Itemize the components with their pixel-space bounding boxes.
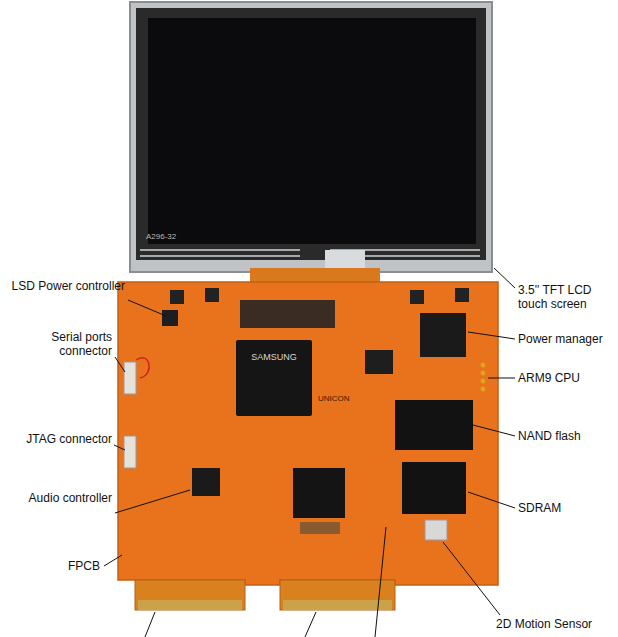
board-marking: UNICON (318, 394, 364, 403)
small-chip (365, 350, 393, 374)
flex-cable-left (135, 580, 245, 610)
sdram-chip (402, 462, 466, 514)
leader-lines (104, 268, 515, 637)
connector (300, 522, 340, 534)
part-label: 2D Motion Sensor (496, 617, 614, 631)
power-manager-chip (420, 313, 466, 357)
part-label: FPCB (40, 559, 100, 573)
lcd-frame (130, 2, 492, 272)
pads (481, 363, 486, 392)
button (410, 290, 424, 304)
part-label: ARM9 CPU (518, 371, 614, 385)
flex-contacts (283, 600, 392, 610)
lcd-bezel (136, 8, 486, 260)
lcd-power-chip (162, 310, 178, 326)
lcd-marking: A296-32 (146, 232, 206, 241)
serial-connector (124, 362, 136, 394)
part-label: Audio controller (8, 491, 112, 505)
button (455, 288, 469, 302)
touch-traces (140, 250, 480, 256)
chip-marking: SAMSUNG (240, 352, 308, 363)
part-label: Power manager (518, 332, 614, 346)
resistor-array (240, 300, 335, 328)
jtag-connector (124, 436, 136, 468)
pcb (118, 282, 498, 585)
part-label: SDRAM (518, 501, 614, 515)
flex-contacts (138, 600, 242, 610)
wire (136, 358, 149, 378)
part-label: 3.5'' TFT LCD touch screen (518, 283, 614, 311)
chip (293, 468, 345, 518)
audio-chip (192, 468, 220, 496)
part-label: JTAG connector (4, 432, 112, 446)
part-label: Serial ports connector (8, 330, 112, 358)
button (170, 290, 184, 304)
motion-sensor (425, 520, 447, 540)
button (205, 288, 219, 302)
nand-flash-chip (395, 400, 473, 450)
part-label: LSD Power controller (8, 279, 125, 293)
arm9-cpu-chip (236, 340, 312, 416)
part-label: NAND flash (518, 429, 614, 443)
lcd-screen (148, 18, 476, 244)
